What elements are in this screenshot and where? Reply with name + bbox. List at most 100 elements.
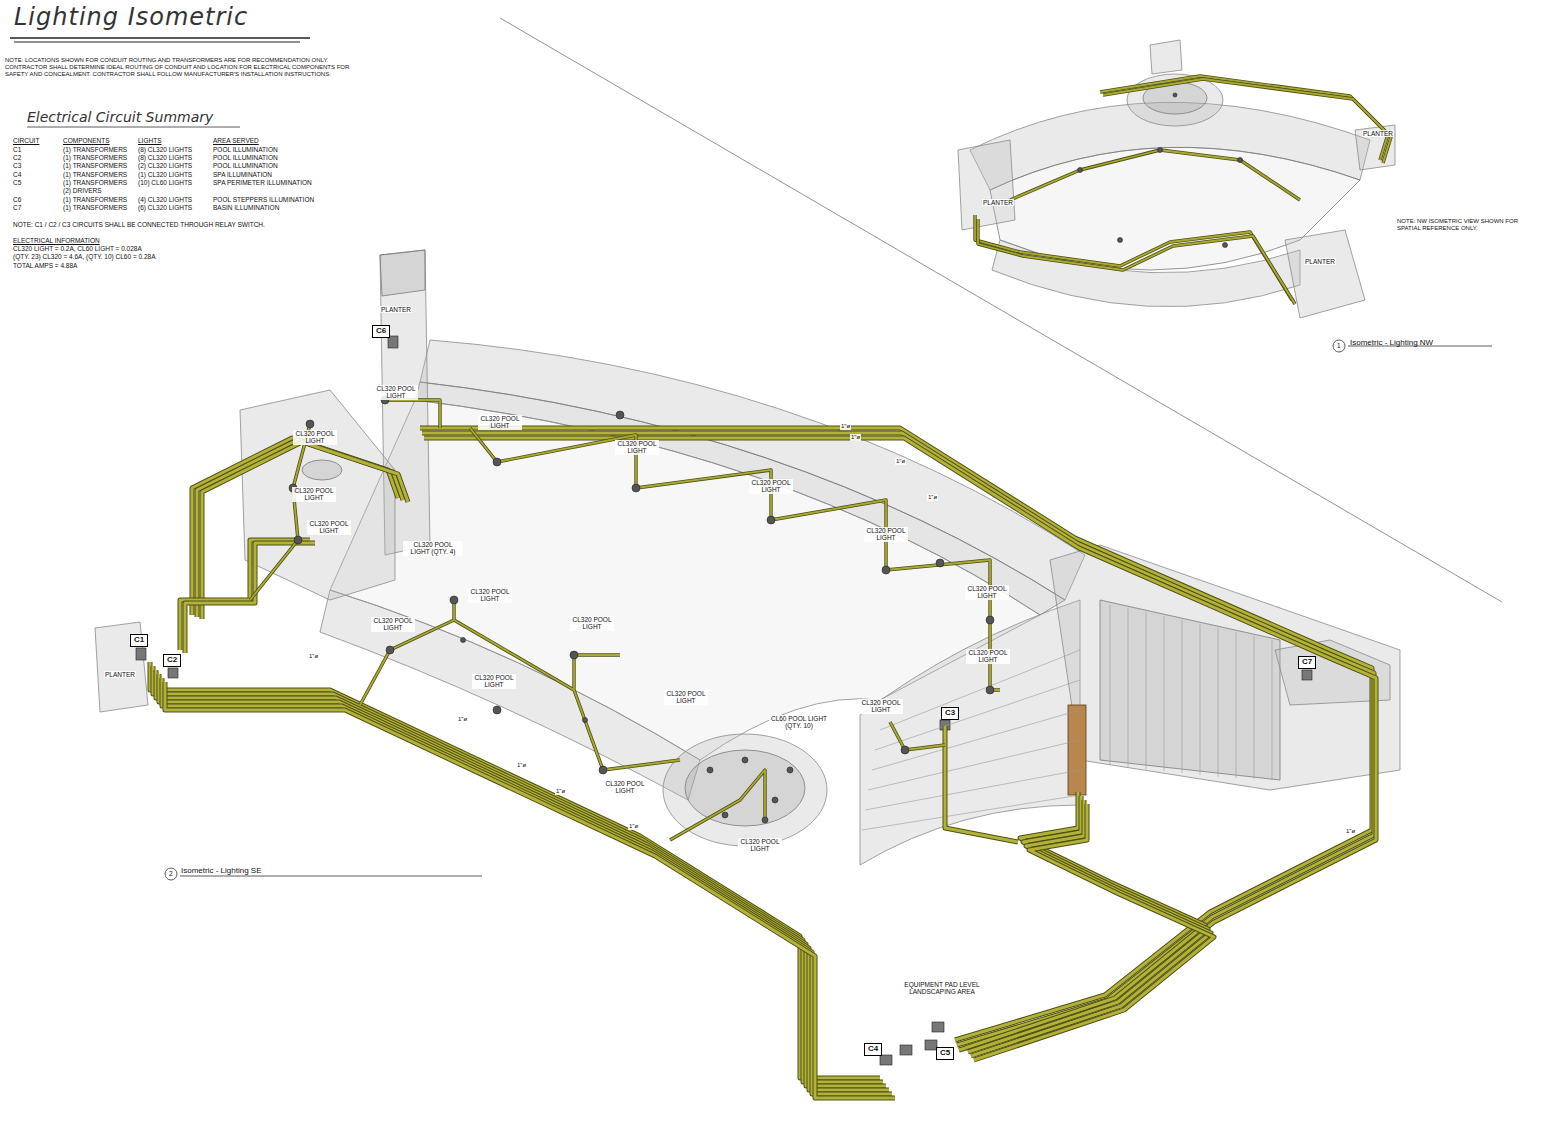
nw-isometric-view xyxy=(958,40,1395,318)
sheet-text: POOL ILLUMINATION xyxy=(213,162,278,169)
light-fixtures-part xyxy=(386,646,394,654)
conduit-bundles-part xyxy=(165,682,895,1098)
callout-label: CL60 POOL LIGHT (QTY. 10) xyxy=(769,715,829,730)
nw-isometric-view-part xyxy=(992,240,1300,307)
wall-grid-part xyxy=(865,770,1080,810)
light-wires-part xyxy=(385,400,440,428)
callout-label: 1"ø xyxy=(1345,828,1356,835)
light-fixtures-part xyxy=(493,706,501,714)
nw-isometric-view-part xyxy=(1010,150,1300,200)
sheet-text: (10) CL60 LIGHTS xyxy=(138,179,192,186)
nw-isometric-view-part xyxy=(1223,243,1228,248)
callout-label: 1"ø xyxy=(555,788,566,795)
sheet-text: POOL ILLUMINATION xyxy=(213,154,278,161)
circuit-tag: C6 xyxy=(372,325,390,338)
wall-grid-part xyxy=(872,710,1080,770)
sheet-text: (4) CL320 LIGHTS xyxy=(138,196,192,203)
circuit-tag: C1 xyxy=(130,634,148,647)
callout-label: CL320 POOL LIGHT xyxy=(738,838,782,853)
callout-label: 1"ø xyxy=(840,423,851,430)
callout-label: CL320 POOL LIGHT xyxy=(292,487,336,502)
light-wires-part xyxy=(360,600,680,770)
conduit-bundles-part xyxy=(422,433,1374,1045)
sheet-text: C1 xyxy=(13,146,21,153)
circuit-label: C6 xyxy=(376,326,386,335)
conduit-bundles-part xyxy=(945,726,1018,842)
section-heading: Electrical Circuit Summary xyxy=(27,109,213,125)
callout-label: CL320 POOL LIGHT xyxy=(478,415,522,430)
conduit-bundles-part xyxy=(424,438,1376,1050)
pool-structure-part xyxy=(685,750,805,826)
conduit-bundles-part xyxy=(420,428,1372,1040)
light-fixtures-part xyxy=(707,767,713,773)
wall-grid-part xyxy=(1236,632,1237,778)
light-fixtures-part xyxy=(599,766,607,774)
wall-grid-part xyxy=(868,740,1080,790)
light-wires-part xyxy=(470,428,1000,690)
conduit-bundles-part xyxy=(202,442,408,619)
light-fixtures-part xyxy=(632,484,640,492)
callout-label: CL320 POOL LIGHT xyxy=(472,674,516,689)
callout-label: 1"ø xyxy=(895,458,906,465)
conduit-bundles-part xyxy=(150,662,880,1078)
callout-label: 1"ø xyxy=(927,494,938,501)
wall-grid-part xyxy=(1128,608,1129,767)
light-fixtures-part xyxy=(616,411,624,419)
light-fixtures-part xyxy=(901,746,909,754)
callout-label: CL320 POOL LIGHT xyxy=(307,520,351,535)
callout-label: CL320 POOL LIGHT xyxy=(615,440,659,455)
light-fixtures-part xyxy=(306,420,314,428)
conduit-bundles-part xyxy=(162,678,892,1094)
pool-structure-part xyxy=(168,668,178,678)
nw-isometric-view-part xyxy=(958,140,1015,230)
light-fixtures-part xyxy=(493,458,501,466)
circuit-tag: C4 xyxy=(864,1043,882,1056)
conduit-bundles-part xyxy=(945,726,1018,842)
sheet-text: BASIN ILLUMINATION xyxy=(213,204,279,211)
sheet-text: (8) CL320 LIGHTS xyxy=(138,154,192,161)
sheet-lines xyxy=(10,18,1502,880)
light-wires-part xyxy=(470,428,1000,690)
callout-label: CL320 POOL LIGHT xyxy=(374,385,418,400)
light-fixtures-part xyxy=(767,516,775,524)
wall-grid-part xyxy=(1164,616,1165,771)
light-fixtures-part xyxy=(461,638,466,643)
light-fixtures-part xyxy=(986,686,994,694)
callout-label: PLANTER xyxy=(380,306,412,313)
pool-structure-part xyxy=(95,622,148,712)
sheet-lines-part xyxy=(10,37,310,39)
callout-label: CL320 POOL LIGHT xyxy=(859,699,903,714)
callout-label: CL320 POOL LIGHT xyxy=(570,616,614,631)
pool-structure-part xyxy=(302,460,342,480)
callout-label: EQUIPMENT PAD LEVEL LANDSCAPING AREA xyxy=(897,981,987,996)
sheet-text: COMPONENTS xyxy=(63,137,110,144)
wall-grid-part xyxy=(862,795,1080,830)
wall-grid xyxy=(862,605,1272,830)
circuit-label: C7 xyxy=(1302,657,1312,666)
sheet-text: (2) DRIVERS xyxy=(63,187,102,194)
sheet-text: 2 xyxy=(169,870,173,877)
light-fixtures-part xyxy=(294,536,302,544)
wall-grid-part xyxy=(1200,624,1201,775)
wall-grid-part xyxy=(1146,612,1147,769)
callout-label: PLANTER xyxy=(104,671,136,678)
sheet-text: 1 xyxy=(1337,342,1341,349)
nw-isometric-view-part xyxy=(1238,158,1243,163)
sheet-text: (8) CL320 LIGHTS xyxy=(138,146,192,153)
callout-label: CL320 POOL LIGHT xyxy=(293,430,337,445)
callout-label: PLANTER xyxy=(1304,258,1336,265)
light-fixtures-part xyxy=(882,566,890,574)
pool-structure-part xyxy=(388,336,398,348)
callout-label: 1"ø xyxy=(516,762,527,769)
callout-label: CL320 POOL LIGHT xyxy=(468,588,512,603)
light-fixtures-part xyxy=(450,596,458,604)
callout-label: 1"ø xyxy=(308,653,319,660)
circuit-tag: C7 xyxy=(1298,656,1316,669)
light-fixtures-part xyxy=(762,817,768,823)
light-fixtures-part xyxy=(772,797,778,803)
nw-isometric-view-part xyxy=(1010,150,1300,200)
conduit-bundles-part xyxy=(156,670,886,1086)
sheet-text: LIGHTS xyxy=(138,137,161,144)
light-wires-part xyxy=(890,722,945,750)
pool-structure-part xyxy=(663,734,827,846)
